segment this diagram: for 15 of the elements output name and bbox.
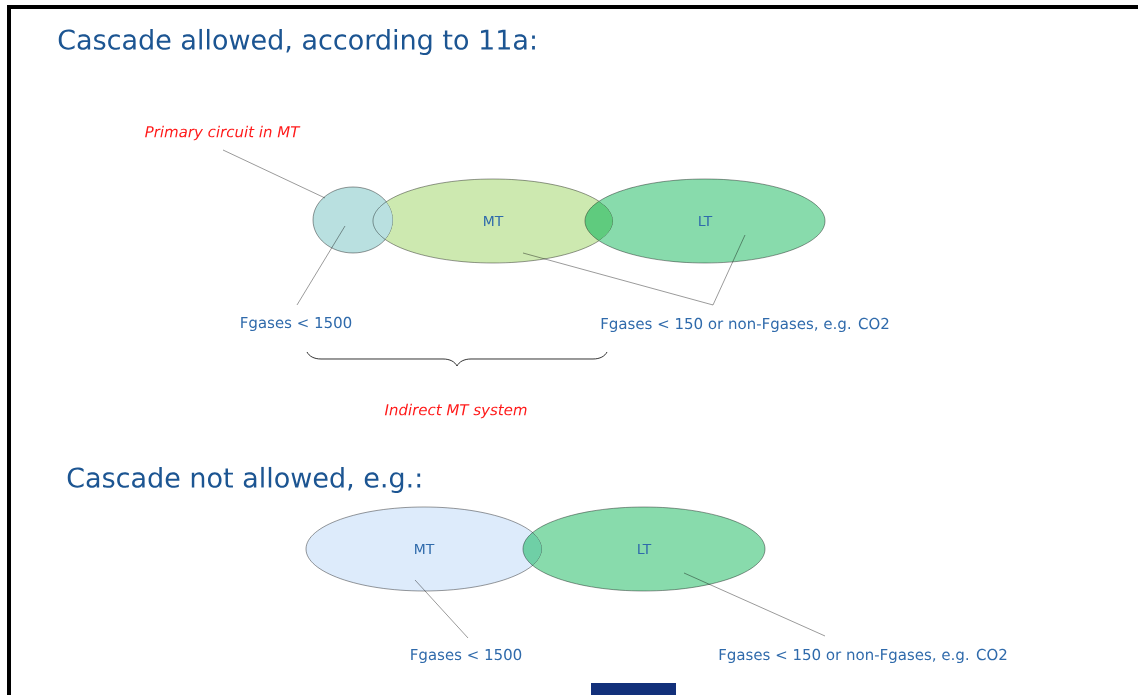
leader-line (683, 572, 826, 637)
annotation: Fgases < 1500 (241, 316, 352, 332)
leader-line (712, 234, 746, 306)
leader-line (414, 579, 469, 639)
brace-label: Indirect MT system (384, 403, 527, 419)
heading: Cascade allowed, according to 11a: (58, 28, 535, 56)
heading: Cascade not allowed, e.g.: (67, 466, 421, 494)
callout-text: Primary circuit in MT (145, 125, 301, 141)
leader-line (522, 252, 714, 306)
leader-line (222, 149, 326, 199)
leader-line (296, 225, 346, 306)
annotation: Fgases < 150 or non-Fgases, e.g. CO2 (601, 317, 889, 333)
annotation: Fgases < 1500 (411, 648, 522, 664)
annotation: Fgases < 150 or non-Fgases, e.g. CO2 (719, 648, 1007, 664)
circle (312, 186, 394, 254)
